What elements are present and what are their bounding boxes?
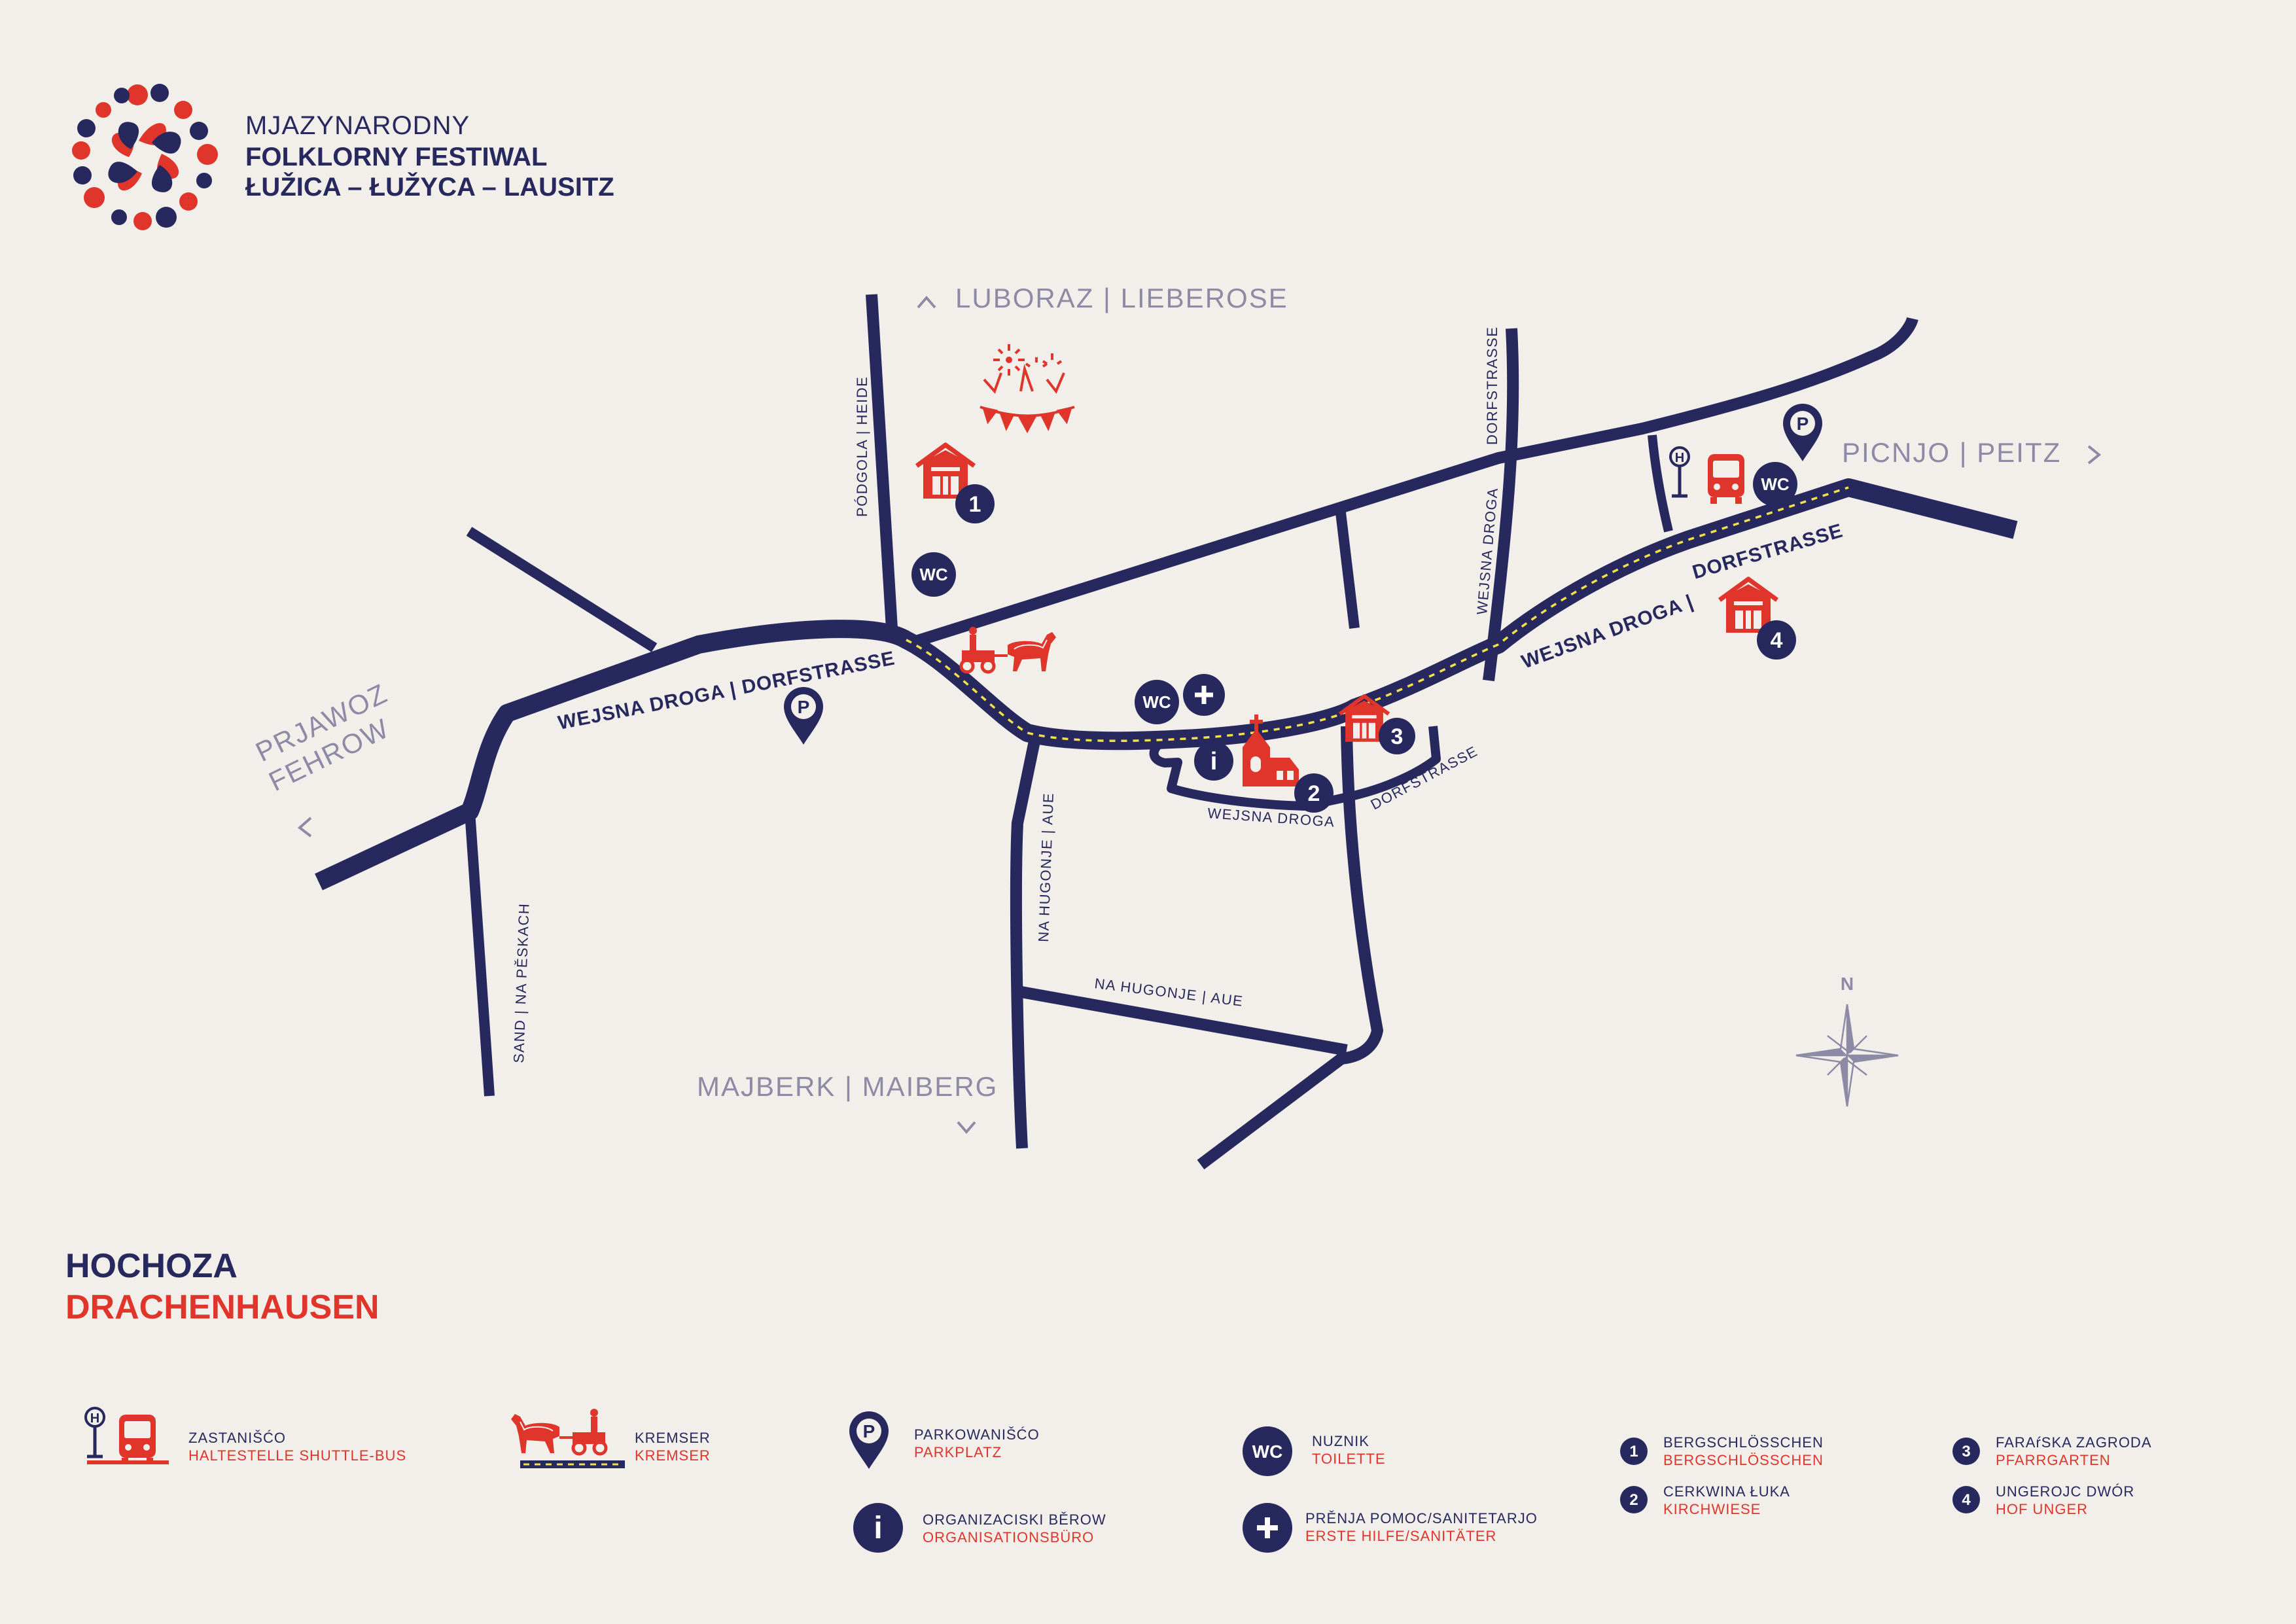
legend-bus-icon bbox=[86, 1408, 169, 1464]
legend-venue-4-number: 4 bbox=[1952, 1486, 1980, 1513]
first-aid-icon-map bbox=[1183, 674, 1225, 716]
street-label-dorfstrasse-loop: DORFSTRASSE bbox=[1368, 743, 1481, 813]
chevron-left-icon bbox=[297, 817, 312, 838]
legend-kremser-icon bbox=[511, 1409, 625, 1468]
wc-icon-north bbox=[911, 552, 956, 597]
legend-wc-german: TOILETTE bbox=[1312, 1451, 1386, 1467]
direction-east: PICNJO | PEITZ bbox=[1842, 437, 2061, 468]
legend-firstaid-sorbian: PRĚNJA POMOC/SANITETARJO bbox=[1305, 1510, 1538, 1527]
direction-south: MAJBERK | MAIBERG bbox=[697, 1071, 998, 1102]
street-label-main-west: WEJSNA DROGA | DORFSTRASSE bbox=[556, 648, 897, 734]
svg-text:N: N bbox=[1841, 974, 1854, 994]
legend-kremser-sorbian: KREMSER bbox=[635, 1430, 711, 1446]
legend-bus-sorbian: ZASTANIŠĆO bbox=[188, 1430, 286, 1446]
shuttle-bus-icon-map bbox=[1708, 454, 1744, 504]
legend-venue-2-sorbian: CERKWINA ŁUKA bbox=[1663, 1483, 1790, 1500]
wc-icon-center bbox=[1135, 680, 1179, 724]
town-name-sorbian: HOCHOZA bbox=[65, 1247, 238, 1285]
legend-parking-sorbian: PARKOWANIŠĆO bbox=[914, 1426, 1040, 1443]
legend-venue-4-german: HOF UNGER bbox=[1996, 1501, 2088, 1517]
legend-venue-1-number: 1 bbox=[1620, 1438, 1648, 1465]
festival-title-line3: ŁUŽICA – ŁUŽYCA – LAUSITZ bbox=[245, 173, 614, 202]
fireworks-bunting-icon bbox=[980, 344, 1075, 434]
legend-venue-3-number: 3 bbox=[1952, 1438, 1980, 1465]
legend-parking-icon bbox=[849, 1411, 889, 1469]
street-label-podgola: PÓDGOLA | HEIDE bbox=[854, 376, 870, 517]
legend-parking-german: PARKPLATZ bbox=[914, 1444, 1002, 1460]
legend-first-aid-icon bbox=[1243, 1503, 1292, 1553]
street-label-sand: SAND | NA PĚSKACH bbox=[510, 902, 533, 1063]
svg-text:4: 4 bbox=[1962, 1491, 1971, 1509]
bus-stop-sign-icon-map bbox=[1670, 448, 1689, 496]
venue-2-badge: 2 bbox=[1294, 773, 1333, 813]
legend-venue-1-sorbian: BERGSCHLÖSSCHEN bbox=[1663, 1434, 1824, 1451]
legend-kremser-german: KREMSER bbox=[635, 1447, 711, 1464]
legend-info-icon: i bbox=[853, 1503, 903, 1553]
compass-rose-icon: N bbox=[1795, 974, 1899, 1107]
svg-text:1: 1 bbox=[1629, 1443, 1638, 1460]
parking-pin-icon-east bbox=[1783, 404, 1822, 461]
svg-text:2: 2 bbox=[1308, 781, 1320, 806]
legend-venue-2-german: KIRCHWIESE bbox=[1663, 1501, 1761, 1517]
town-name-german: DRACHENHAUSEN bbox=[65, 1288, 380, 1326]
svg-text:4: 4 bbox=[1771, 628, 1783, 653]
svg-text:2: 2 bbox=[1629, 1491, 1638, 1509]
legend-info-sorbian: ORGANIZACISKI BĚROW bbox=[923, 1511, 1106, 1528]
legend-info-german: ORGANISATIONSBÜRO bbox=[923, 1529, 1094, 1545]
legend-wc-sorbian: NUZNIK bbox=[1312, 1433, 1369, 1449]
carriage-route-line bbox=[906, 486, 1849, 743]
legend-venue-2-number: 2 bbox=[1620, 1486, 1648, 1513]
parking-pin-icon-west bbox=[784, 687, 823, 745]
legend-venue-4-sorbian: UNGEROJC DWÓR bbox=[1996, 1483, 2134, 1500]
svg-text:i: i bbox=[874, 1511, 882, 1545]
legend-wc-icon: WC bbox=[1243, 1426, 1292, 1476]
festival-title-line1: MJAZYNARODNY bbox=[245, 111, 470, 140]
svg-text:3: 3 bbox=[1391, 724, 1404, 749]
festival-logo bbox=[72, 84, 218, 230]
svg-text:3: 3 bbox=[1962, 1443, 1970, 1460]
wc-icon-east bbox=[1753, 462, 1797, 506]
legend-firstaid-german: ERSTE HILFE/SANITÄTER bbox=[1305, 1528, 1496, 1544]
venue-1-badge: 1 bbox=[955, 484, 995, 523]
festival-title-line2: FOLKLORNY FESTIWAL bbox=[245, 143, 548, 171]
street-label-dorfstrasse-north: DORFSTRASSE bbox=[1484, 326, 1500, 445]
info-icon-map: i bbox=[1194, 741, 1233, 781]
street-label-hugonje-vertical: NA HUGONJE | AUE bbox=[1035, 792, 1057, 942]
legend-venue-1-german: BERGSCHLÖSSCHEN bbox=[1663, 1452, 1824, 1468]
svg-text:i: i bbox=[1210, 748, 1218, 775]
venue-4-badge: 4 bbox=[1757, 620, 1796, 660]
chevron-down-icon bbox=[957, 1121, 976, 1135]
svg-text:WC: WC bbox=[1252, 1441, 1283, 1462]
horse-carriage-icon bbox=[961, 627, 1056, 672]
direction-north: LUBORAZ | LIEBEROSE bbox=[955, 283, 1288, 313]
legend-bus-german: HALTESTELLE SHUTTLE-BUS bbox=[188, 1447, 406, 1464]
legend-venue-3-sorbian: FARAŕSKA ZAGRODA bbox=[1996, 1434, 2152, 1451]
venue-3-badge: 3 bbox=[1379, 718, 1415, 754]
chevron-up-icon bbox=[917, 295, 936, 309]
svg-text:1: 1 bbox=[969, 492, 981, 517]
chevron-right-icon bbox=[2087, 445, 2102, 465]
legend-venue-3-german: PFARRGARTEN bbox=[1996, 1452, 2111, 1468]
